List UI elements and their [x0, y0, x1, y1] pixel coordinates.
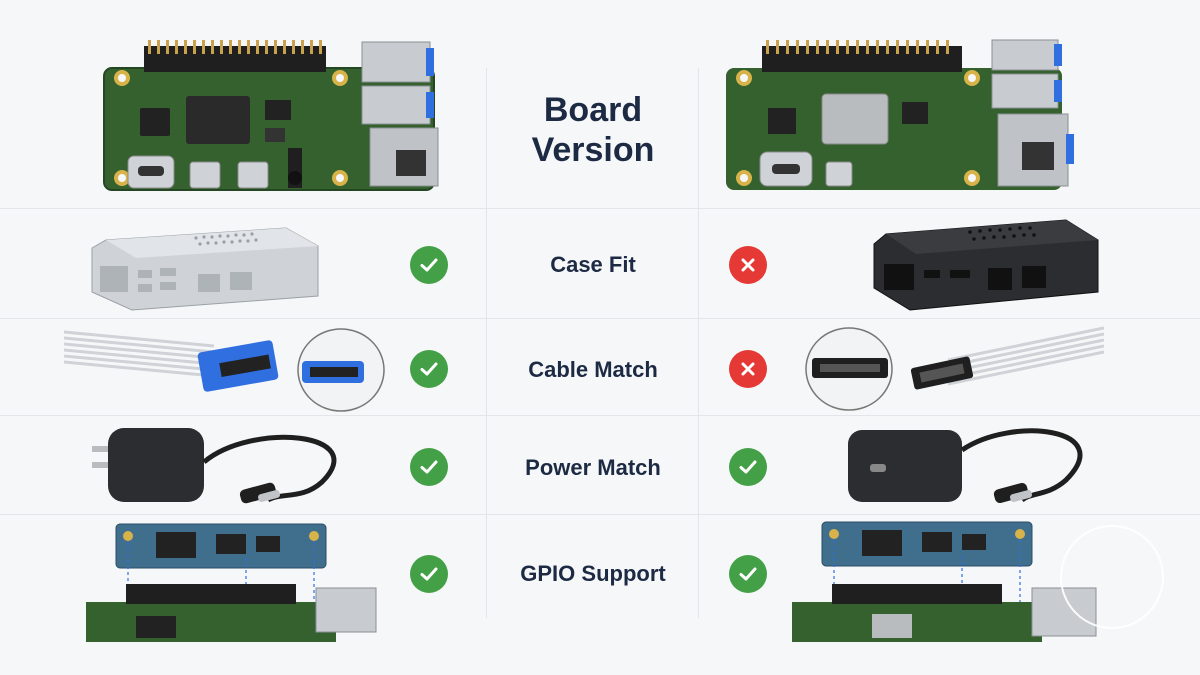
row-label-power-match: Power Match [525, 455, 661, 480]
check-icon [420, 460, 438, 474]
left-connector-zoom-image [296, 327, 386, 413]
right-case-image [870, 214, 1102, 314]
cross-icon [741, 258, 755, 272]
row-label-case-fit: Case Fit [550, 252, 636, 277]
row-label-cable-match: Cable Match [528, 357, 658, 382]
left-gpio-hat-image [86, 518, 386, 642]
cable-match-right-status [729, 350, 767, 388]
left-case-image [86, 222, 326, 314]
cross-icon [741, 362, 755, 376]
power-match-right-status [729, 448, 767, 486]
left-board-image [100, 38, 450, 198]
left-ribbon-cable-image [64, 324, 282, 400]
check-icon [739, 460, 757, 474]
right-power-adapter-image [842, 420, 1098, 512]
row-divider [0, 415, 1200, 416]
title-line-1: Board [543, 91, 643, 129]
gpio-support-right-status [729, 555, 767, 593]
left-power-adapter-image [92, 422, 352, 512]
title-line-2: Version [531, 131, 655, 169]
check-icon [420, 567, 438, 581]
right-connector-zoom-image [804, 326, 894, 412]
row-divider [0, 514, 1200, 515]
power-match-left-status [410, 448, 448, 486]
case-fit-right-status [729, 246, 767, 284]
gpio-support-left-status [410, 555, 448, 593]
row-label-gpio-support: GPIO Support [520, 561, 666, 586]
right-gpio-hat-image [792, 514, 1102, 642]
column-divider [486, 68, 487, 618]
check-icon [420, 362, 438, 376]
right-ribbon-cable-image [908, 320, 1104, 396]
right-board-image [722, 38, 1082, 198]
row-divider [0, 318, 1200, 319]
check-icon [420, 258, 438, 272]
row-divider [0, 208, 1200, 209]
column-divider [698, 68, 699, 618]
page-title: Board Version [487, 90, 699, 170]
cable-match-left-status [410, 350, 448, 388]
watermark-logo [1060, 525, 1164, 629]
check-icon [739, 567, 757, 581]
case-fit-left-status [410, 246, 448, 284]
